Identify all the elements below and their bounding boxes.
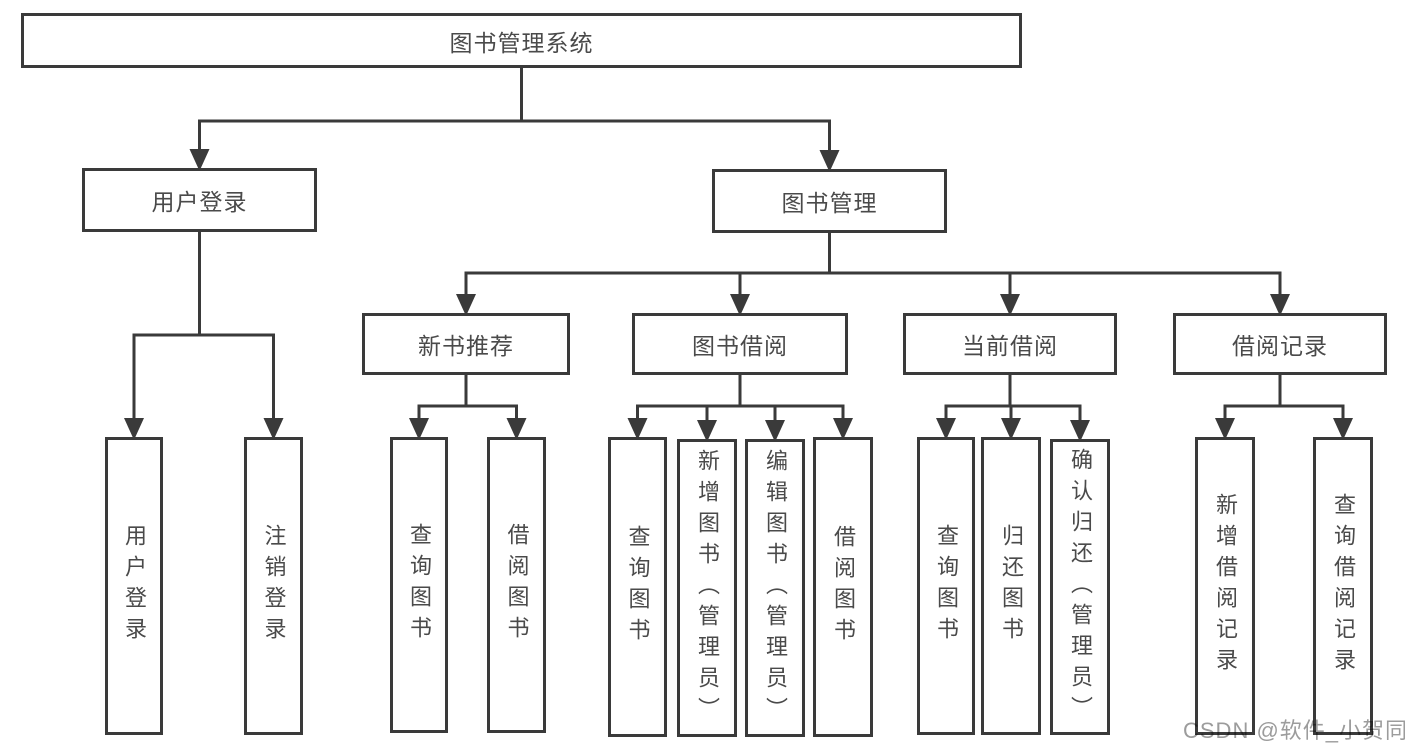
node-label: 新增借阅记录 — [1213, 493, 1238, 679]
node-current-borrow: 当前借阅 — [903, 313, 1117, 375]
node-new-book: 新书推荐 — [362, 313, 570, 375]
node-leaf-cb-query: 查询图书 — [917, 437, 975, 735]
node-label: 查询借阅记录 — [1331, 493, 1356, 679]
node-label: 图书管理 — [781, 190, 878, 216]
node-label: 查询图书 — [625, 525, 651, 649]
arrowhead-down-icon — [819, 150, 840, 172]
arrowhead-down-icon — [1215, 418, 1235, 440]
arrowhead-down-icon — [730, 294, 750, 316]
node-borrow-records: 借阅记录 — [1173, 313, 1387, 375]
node-label: 编辑图书（管理员） — [763, 448, 788, 728]
node-leaf-br-query: 查询借阅记录 — [1313, 437, 1373, 735]
node-leaf-login: 用户登录 — [105, 437, 163, 735]
node-label: 新增图书（管理员） — [695, 448, 720, 728]
node-leaf-bb-edit: 编辑图书（管理员） — [745, 439, 805, 737]
node-label: 借阅图书 — [831, 525, 856, 649]
arrowhead-down-icon — [1333, 418, 1353, 440]
arrowhead-down-icon — [409, 418, 429, 440]
node-leaf-bb-add: 新增图书（管理员） — [677, 439, 737, 737]
node-label: 图书借阅 — [692, 333, 788, 359]
node-leaf-nb-query: 查询图书 — [390, 437, 448, 733]
arrowhead-down-icon — [1000, 294, 1020, 316]
node-book-borrow: 图书借阅 — [632, 313, 848, 375]
node-leaf-bb-borrow: 借阅图书 — [813, 437, 873, 737]
node-label: 图书管理系统 — [449, 29, 594, 56]
node-user-login: 用户登录 — [82, 168, 317, 232]
node-label: 新书推荐 — [418, 333, 514, 359]
node-leaf-logout: 注销登录 — [244, 437, 303, 735]
node-root: 图书管理系统 — [21, 13, 1022, 68]
node-label: 注销登录 — [261, 524, 287, 648]
arrowhead-down-icon — [697, 420, 717, 442]
arrowhead-down-icon — [936, 418, 956, 440]
node-leaf-nb-borrow: 借阅图书 — [487, 437, 546, 733]
arrowhead-down-icon — [1270, 294, 1290, 316]
node-label: 归还图书 — [999, 524, 1024, 648]
arrowhead-down-icon — [456, 294, 476, 316]
node-label: 用户登录 — [122, 524, 147, 648]
node-label: 查询图书 — [407, 523, 432, 647]
node-book-mgmt: 图书管理 — [712, 169, 947, 233]
arrowhead-down-icon — [1070, 420, 1090, 442]
node-leaf-bb-query: 查询图书 — [608, 437, 667, 737]
node-label: 确认归还（管理员） — [1068, 447, 1093, 727]
node-leaf-cb-return: 归还图书 — [981, 437, 1041, 735]
arrowhead-down-icon — [627, 418, 648, 440]
node-label: 用户登录 — [151, 189, 248, 215]
node-label: 当前借阅 — [962, 333, 1058, 359]
node-leaf-br-add: 新增借阅记录 — [1195, 437, 1255, 735]
node-label: 借阅记录 — [1232, 333, 1328, 359]
node-label: 借阅图书 — [504, 523, 530, 647]
arrowhead-down-icon — [263, 418, 284, 440]
node-label: 查询图书 — [934, 524, 959, 648]
arrowhead-down-icon — [506, 418, 527, 440]
arrowhead-down-icon — [1001, 418, 1021, 440]
arrowhead-down-icon — [124, 418, 144, 440]
arrowhead-down-icon — [189, 149, 210, 171]
node-leaf-cb-confirm: 确认归还（管理员） — [1050, 439, 1110, 735]
arrowhead-down-icon — [833, 418, 853, 440]
arrowhead-down-icon — [765, 420, 785, 442]
